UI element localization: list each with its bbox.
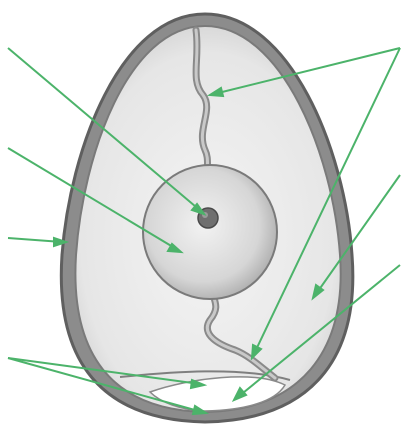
yolk (143, 165, 277, 299)
